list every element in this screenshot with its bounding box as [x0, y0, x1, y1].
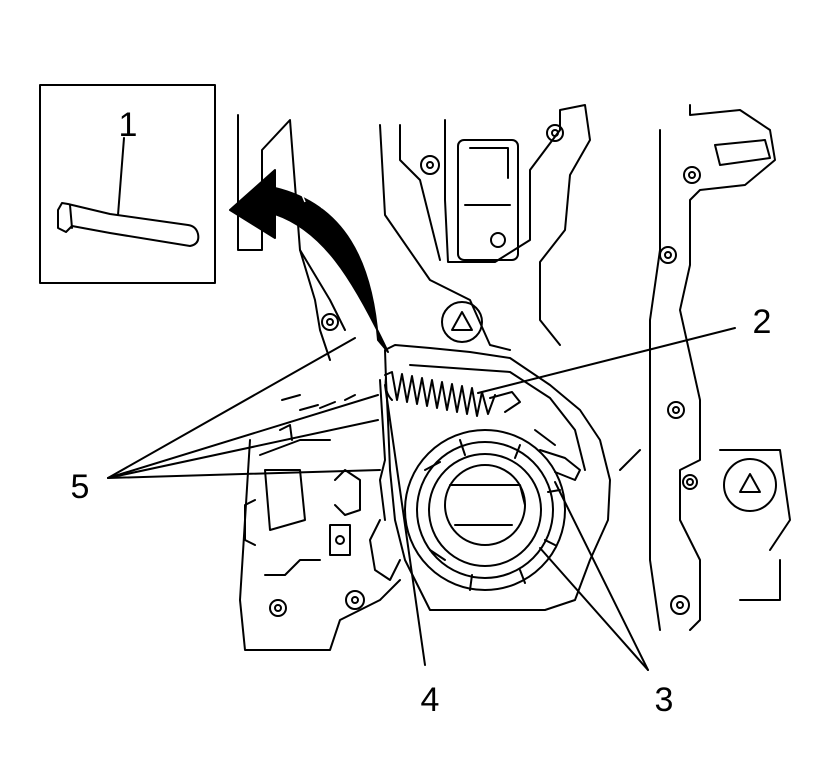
crankshaft-front-seal — [404, 429, 581, 591]
seal-removal-tool — [57, 202, 200, 247]
garter-spring — [384, 371, 521, 417]
seal-lip-edges — [279, 379, 386, 521]
callout-2: 2 — [753, 303, 772, 341]
leader-3a — [539, 547, 649, 671]
engine-block-right — [619, 104, 791, 631]
leader-5b — [107, 394, 379, 479]
leader-5d — [107, 469, 381, 479]
leader-5a — [107, 337, 356, 479]
seal-housing — [384, 344, 611, 611]
callout-1: 1 — [119, 106, 138, 144]
upper-casting — [379, 104, 591, 351]
leader-4 — [384, 384, 426, 666]
leader-2 — [477, 327, 736, 394]
removal-direction-arrow — [229, 169, 389, 353]
callout-5: 5 — [71, 468, 90, 506]
tool-inset-box — [39, 84, 216, 284]
leader-5c — [107, 419, 379, 479]
leader-lines — [107, 137, 736, 671]
callout-3: 3 — [655, 681, 674, 719]
leader-3b — [554, 481, 649, 671]
callout-4: 4 — [421, 681, 440, 719]
leader-1 — [117, 137, 125, 216]
